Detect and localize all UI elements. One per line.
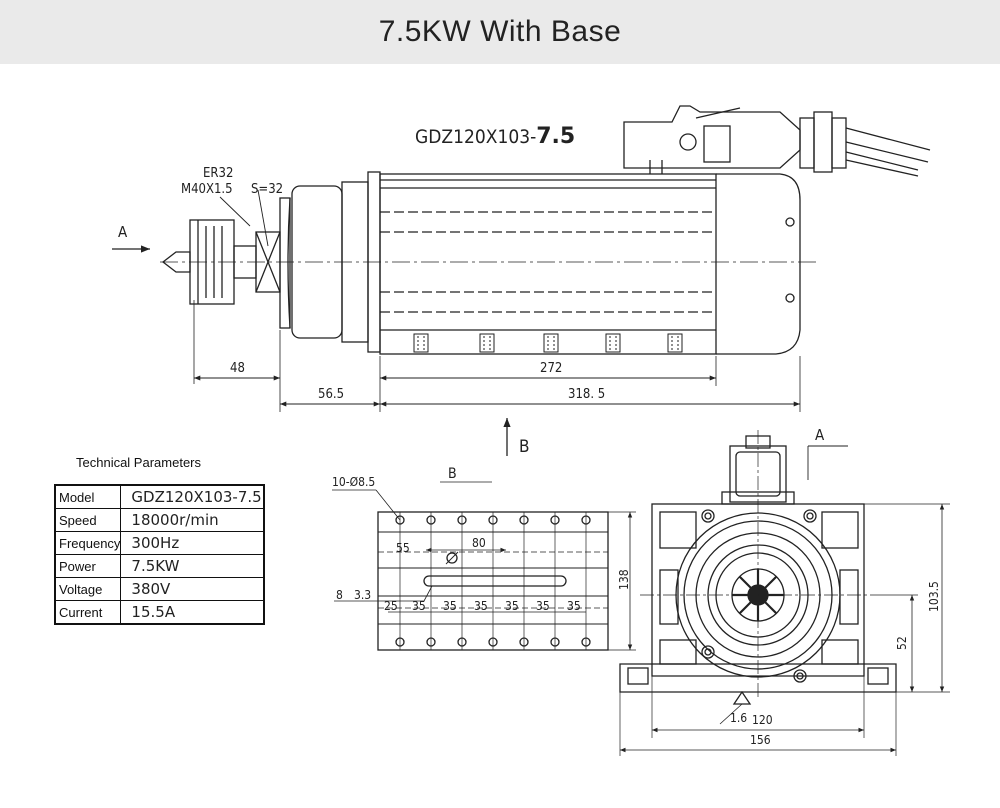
param-label-model: Model [54, 484, 122, 509]
page-title: 7.5KW With Base [378, 15, 622, 48]
view-b-arrow: B [503, 418, 530, 457]
dim-3-3: 3.3 [354, 588, 371, 602]
param-value-frequency: 300Hz [120, 531, 265, 555]
view-a-label: A [118, 223, 128, 241]
thread-callout: M40X1.5 [181, 182, 233, 197]
model-label: GDZ120X103-7.5 [415, 124, 575, 149]
dim-35-c: 35 [474, 599, 488, 613]
view-b-section-label: B [448, 466, 457, 482]
dim-35-f: 35 [567, 599, 581, 613]
dim-48: 48 [230, 361, 245, 376]
dim-156: 156 [750, 733, 771, 747]
wrench-callout: S=32 [251, 182, 283, 197]
view-a-front-label: A [815, 426, 825, 444]
param-value-model: GDZ120X103-7.5 [120, 484, 265, 509]
dim-25: 25 [384, 599, 398, 613]
dim-55: 55 [396, 541, 410, 555]
collet-callout: ER32 [203, 166, 233, 181]
dim-103-5: 103.5 [927, 581, 941, 612]
dim-138: 138 [617, 569, 631, 590]
param-value-speed: 18000r/min [120, 508, 265, 532]
side-view [112, 105, 931, 412]
dim-35-b: 35 [443, 599, 457, 613]
dim-35-e: 35 [536, 599, 550, 613]
param-value-current: 15.5A [120, 600, 265, 625]
param-label-frequency: Frequency [54, 531, 122, 555]
param-label-power: Power [54, 554, 122, 578]
dim-52: 52 [895, 636, 909, 650]
dim-272: 272 [540, 361, 562, 376]
dim-318-5: 318. 5 [568, 387, 605, 402]
param-label-speed: Speed [54, 508, 122, 532]
view-b-label: B [519, 437, 530, 457]
holes-callout: 10-Ø8.5 [332, 475, 375, 489]
dim-35-d: 35 [505, 599, 519, 613]
dim-80: 80 [472, 536, 486, 550]
dim-56-5: 56.5 [318, 387, 344, 402]
param-value-voltage: 380V [120, 577, 265, 601]
title-banner: 7.5KW With Base [0, 0, 1000, 64]
base-plate-view [332, 481, 636, 651]
dim-1-6: 1.6 [730, 711, 747, 725]
param-value-power: 7.5KW [120, 554, 265, 578]
param-label-voltage: Voltage [54, 577, 122, 601]
front-view [619, 430, 950, 756]
dim-35-a: 35 [412, 599, 426, 613]
param-label-current: Current [54, 600, 122, 625]
dim-120: 120 [752, 713, 773, 727]
parameters-title: Technical Parameters [76, 455, 201, 470]
dim-8: 8 [336, 588, 343, 602]
